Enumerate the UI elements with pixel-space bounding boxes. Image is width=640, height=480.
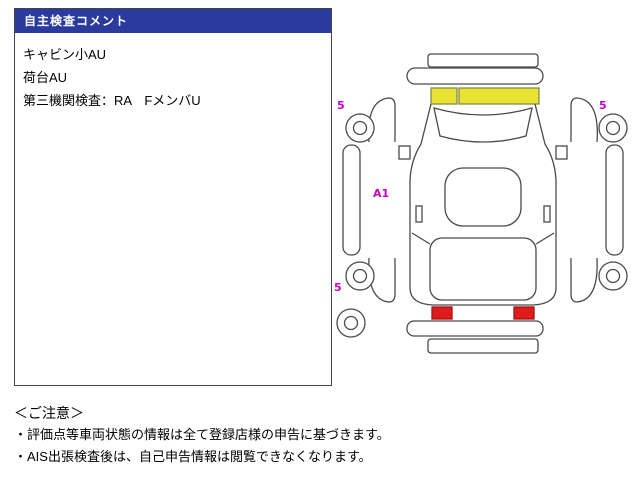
rear-right-fender [570,257,598,303]
damage-mark-rear-left: 5 [334,281,342,294]
rear-right-wheel [598,261,628,291]
right-door-handle [543,205,551,223]
right-side-panel [605,144,624,256]
notice-bullet-1: ・評価点等車両状態の情報は全て登録店様の申告に基づきます。 [14,427,390,442]
comment-box-body: キャビン小AU 荷台AU 第三機関検査：RA FメンバU [15,33,331,122]
front-bumper-panel [406,67,544,85]
rear-left-wheel [345,261,375,291]
windshield-outline [433,107,533,143]
damage-mark-a1: A1 [373,187,390,200]
notice-heading: ＜ご注意＞ [14,405,84,421]
front-right-fender [570,97,598,143]
vehicle-damage-diagram: 5 5 5 A1 [333,48,633,368]
front-roof-panel [427,53,539,68]
rear-bumper-panel [406,320,544,337]
bed-corner-lines [411,232,555,245]
comment-box-title: 自主検査コメント [24,14,129,28]
spare-wheel [336,308,366,338]
cabin-interior-outline [444,167,522,227]
self-inspection-comment-box: 自主検査コメント キャビン小AU 荷台AU 第三機関検査：RA FメンバU [14,8,332,386]
comment-line-third-party: 第三機関検査：RA FメンバU [23,93,201,108]
front-left-wheel [345,113,375,143]
notice-section: ＜ご注意＞ ・評価点等車両状態の情報は全て登録店様の申告に基づきます。 ・AIS… [14,402,634,468]
tail-light-left [431,306,453,320]
left-mirror [398,145,411,160]
left-door-handle [415,205,423,223]
comment-box-header: 自主検査コメント [15,9,331,33]
right-mirror [555,145,568,160]
car-schematic-svg [336,53,628,354]
comment-line-bed: 荷台AU [23,70,68,85]
cargo-bed-outline [429,237,537,301]
tail-light-right [513,306,535,320]
front-right-wheel [598,113,628,143]
damage-mark-front-left: 5 [337,99,345,112]
top-view-body-outline [409,103,557,306]
notice-bullet-2: ・AIS出張検査後は、自己申告情報は閲覧できなくなります。 [14,449,372,464]
windshield-highlight-right [458,87,540,105]
left-side-panel [342,144,361,256]
comment-line-cabin: キャビン小AU [23,47,107,62]
rear-lower-panel [427,338,539,354]
windshield-highlight-left [430,87,458,105]
damage-mark-front-right: 5 [599,99,607,112]
